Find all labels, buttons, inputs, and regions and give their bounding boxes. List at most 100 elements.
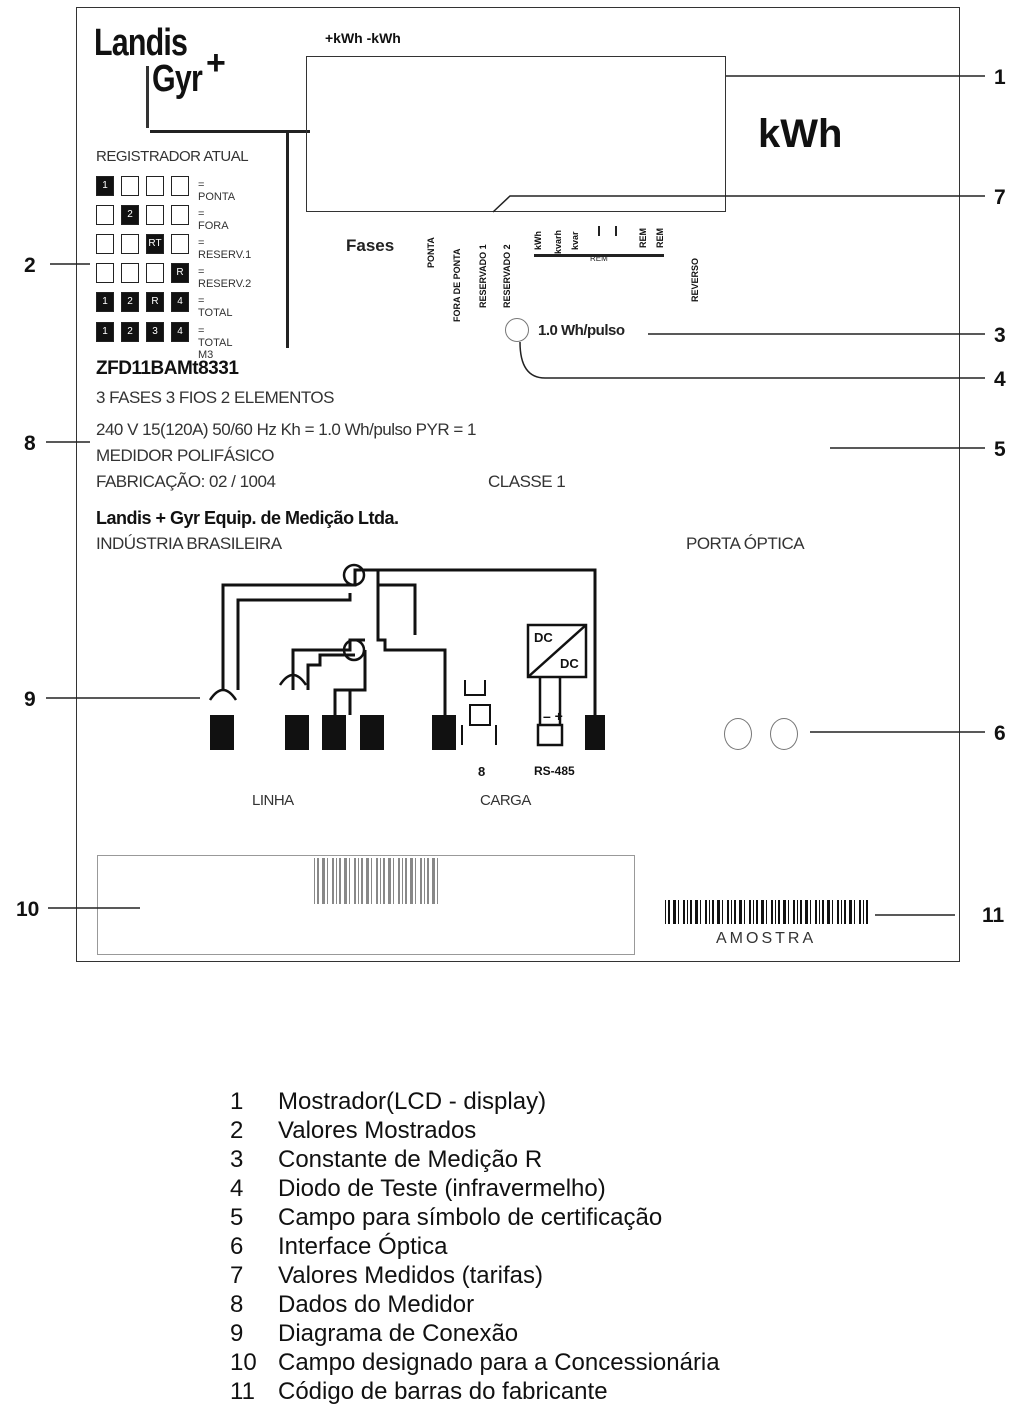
legend-number: 9: [230, 1320, 244, 1347]
register-cell: 1: [96, 322, 114, 342]
meter-line4: FABRICAÇÃO: 02 / 1004: [96, 472, 276, 491]
barcode-bar: [753, 900, 754, 924]
barcode-bar: [819, 900, 820, 924]
barcode-bar: [778, 900, 780, 924]
register-frame-top: [150, 130, 310, 133]
legend-number: 2: [230, 1117, 244, 1144]
terminal-5: [432, 715, 456, 750]
legend-text: Campo para símbolo de certificação: [278, 1204, 663, 1231]
rem-label: REM: [590, 254, 608, 263]
optical-interface-icon-left: [724, 718, 752, 750]
barcode-bar: [783, 900, 786, 924]
barcode-bar: [398, 858, 400, 904]
barcode-bar: [717, 900, 720, 924]
legend-number: 4: [230, 1175, 244, 1202]
barcode-bar: [405, 858, 407, 904]
barcode-bar: [739, 900, 742, 924]
register-title: REGISTRADOR ATUAL: [96, 148, 249, 165]
constant-text: 1.0 Wh/pulso: [538, 322, 625, 339]
meter-line2: 240 V 15(120A) 50/60 Hz Kh = 1.0 Wh/puls…: [96, 420, 476, 439]
manufacturer-barcode: [665, 900, 870, 924]
barcode-bar: [734, 900, 736, 924]
register-cell: [171, 205, 189, 225]
register-row-label: = TOTAL M3: [198, 325, 233, 361]
legend-text: Diagrama de Conexão: [278, 1320, 519, 1347]
callout-9: 9: [24, 688, 36, 711]
barcode-bar: [380, 858, 381, 904]
barcode-bar: [832, 900, 833, 924]
barcode-bar: [402, 858, 403, 904]
polarity-label: – +: [543, 708, 563, 724]
barcode-bar: [788, 900, 789, 924]
legend-number: 3: [230, 1146, 244, 1173]
legend-number: 11: [230, 1378, 255, 1405]
legend-text: Mostrador(LCD - display): [278, 1088, 547, 1115]
utility-field: [97, 855, 635, 955]
legend-text: Interface Óptica: [278, 1233, 448, 1260]
barcode-bar: [827, 900, 830, 924]
register-cell: 1: [96, 176, 114, 196]
barcode-bar: [393, 858, 394, 904]
barcode-bar: [322, 858, 325, 904]
barcode-bar: [805, 900, 808, 924]
meter-company: Landis + Gyr Equip. de Medição Ltda.: [96, 508, 399, 528]
register-cell: RT: [146, 234, 164, 254]
legend-text: Diodo de Teste (infravermelho): [278, 1175, 606, 1202]
barcode-bar: [683, 900, 685, 924]
register-cell: [146, 263, 164, 283]
meter-line1: 3 FASES 3 FIOS 2 ELEMENTOS: [96, 388, 335, 407]
legend-text: Código de barras do fabricante: [278, 1378, 608, 1405]
dc-top-label: DC: [534, 630, 553, 645]
brand-bar: [146, 66, 149, 128]
optical-interface-icon-right: [770, 718, 798, 750]
callout-5: 5: [994, 438, 1006, 461]
lcd-display: [306, 56, 726, 212]
callout-7: 7: [994, 186, 1006, 209]
register-row-label: = FORA: [198, 208, 229, 232]
barcode-bar: [327, 858, 328, 904]
brand-line1: Landis: [94, 22, 188, 64]
callout-leaders: [46, 75, 985, 916]
meter-nameplate: [76, 7, 960, 962]
register-cell: 4: [171, 322, 189, 342]
barcode-bar: [766, 900, 767, 924]
register-row-label: = TOTAL: [198, 295, 233, 319]
legend-number: 7: [230, 1262, 244, 1289]
terminal-2: [285, 715, 309, 750]
barcode-bar: [844, 900, 846, 924]
register-cell: 4: [171, 292, 189, 312]
terminal-1: [210, 715, 234, 750]
terminal-3: [322, 715, 346, 750]
barcode-bar: [822, 900, 824, 924]
legend-number: 5: [230, 1204, 244, 1231]
barcode-bar: [841, 900, 842, 924]
register-frame-side: [286, 130, 289, 348]
register-cell: [121, 234, 139, 254]
b-label: 8: [478, 764, 486, 779]
legend-text: Valores Mostrados: [278, 1117, 477, 1144]
register-cell: [121, 263, 139, 283]
tariff-underline: [534, 254, 664, 257]
terminal-4: [360, 715, 384, 750]
barcode-bar: [744, 900, 745, 924]
register-cell: [121, 176, 139, 196]
barcode-bar: [332, 858, 334, 904]
barcode-bar: [432, 858, 435, 904]
register-cell: 2: [121, 322, 139, 342]
barcode-bar: [771, 900, 773, 924]
barcode-bar: [317, 858, 319, 904]
callout-10: 10: [16, 898, 40, 921]
carga-label: CARGA: [480, 792, 531, 809]
legend-text: Constante de Medição R: [278, 1146, 543, 1173]
barcode-bar: [376, 858, 378, 904]
register-cell: 1: [96, 292, 114, 312]
barcode-bar: [336, 858, 337, 904]
barcode-bar: [388, 858, 391, 904]
register-row-label: = RESERV.1: [198, 237, 252, 261]
barcode-bar: [722, 900, 723, 924]
callout-8: 8: [24, 432, 36, 455]
barcode-bar: [837, 900, 839, 924]
barcode-bar: [709, 900, 710, 924]
barcode-bar: [859, 900, 861, 924]
barcode-bar: [437, 858, 438, 904]
